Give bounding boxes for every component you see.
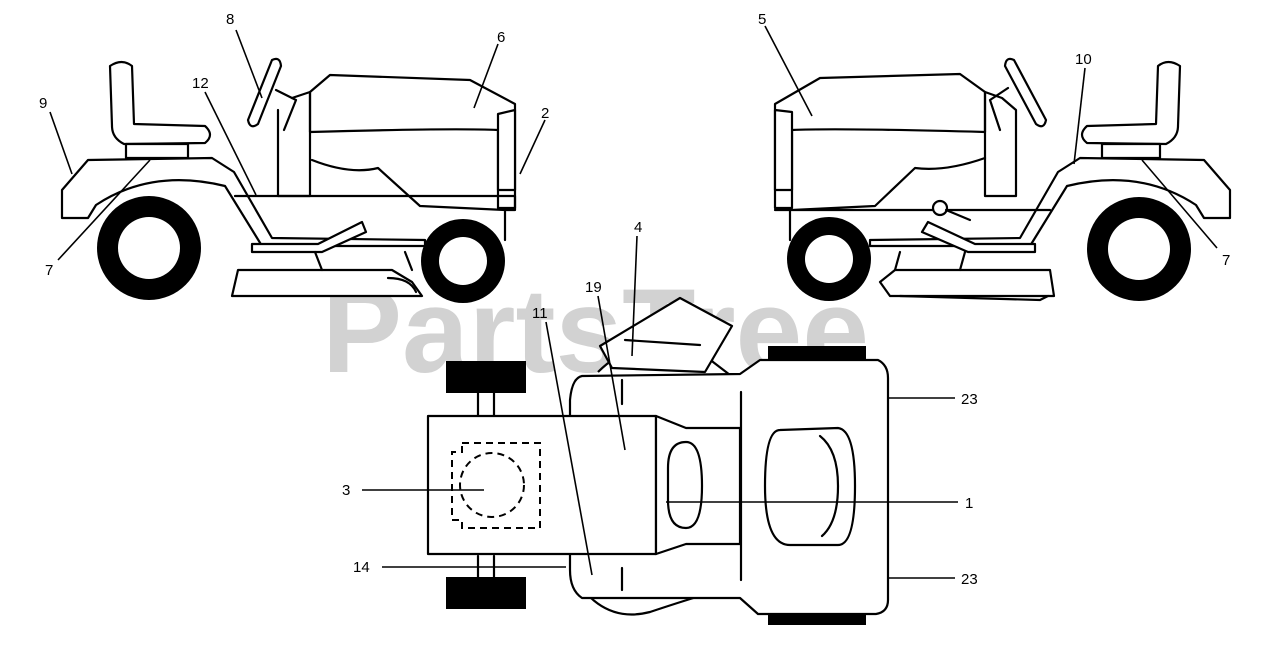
callout-14: 14 xyxy=(353,559,370,576)
left-view-front-wheel xyxy=(421,219,505,303)
left-view-steering xyxy=(246,57,298,132)
right-view-hood xyxy=(773,72,987,210)
right-view-dash xyxy=(983,90,1018,198)
top-view-front-tire-top xyxy=(768,346,866,360)
callout-labels: 8 6 9 12 2 7 5 10 7 4 19 11 3 14 1 23 23 xyxy=(39,11,1230,588)
callout-12: 12 xyxy=(192,75,209,92)
left-view-hood xyxy=(308,73,517,210)
left-view-seat xyxy=(108,60,212,160)
callout-23-bottom: 23 xyxy=(961,571,978,588)
callout-4: 4 xyxy=(634,219,642,236)
top-view-decal-marks xyxy=(620,378,743,592)
callout-7-right: 7 xyxy=(1222,252,1230,269)
right-view-mower-deck xyxy=(878,268,1056,298)
top-view-engine-hood xyxy=(763,426,857,547)
top-view-seat-circle xyxy=(459,452,525,518)
top-view-rear-tire-bottom xyxy=(446,577,526,609)
callout-7-left: 7 xyxy=(45,262,53,279)
left-view-mower-deck xyxy=(230,268,424,298)
callout-6: 6 xyxy=(497,29,505,46)
right-view-seat xyxy=(1080,60,1182,160)
top-view-front-tire-bottom xyxy=(768,612,866,625)
callout-19: 19 xyxy=(585,279,602,296)
callout-5: 5 xyxy=(758,11,766,28)
callout-11: 11 xyxy=(532,305,548,322)
top-view-steering-wheel xyxy=(666,440,704,530)
right-view-front-wheel xyxy=(787,217,871,301)
callout-2: 2 xyxy=(541,105,549,122)
right-view-grille xyxy=(773,108,794,192)
right-view-frame xyxy=(773,156,1052,242)
left-view-frame xyxy=(233,158,517,242)
tractor-top-view xyxy=(426,296,890,625)
leader-lines xyxy=(49,25,1218,579)
left-view-rear-fender xyxy=(60,156,427,248)
top-view-rear-tire-top xyxy=(446,361,526,393)
callout-9: 9 xyxy=(39,95,47,112)
callout-8: 8 xyxy=(226,11,234,28)
left-view-rear-wheel xyxy=(97,196,201,300)
callout-10: 10 xyxy=(1075,51,1092,68)
right-view-rear-wheel xyxy=(1087,197,1191,301)
right-view-footrest xyxy=(920,220,1037,254)
right-view-steering xyxy=(988,57,1048,132)
callout-1: 1 xyxy=(965,495,973,512)
tractor-right-side-view xyxy=(773,57,1232,302)
right-view-rear-fender xyxy=(868,156,1232,248)
top-view-rear-fender xyxy=(426,414,658,556)
tractor-left-side-view xyxy=(60,57,517,303)
right-view-ignition-key xyxy=(931,199,972,222)
left-view-grille xyxy=(496,108,517,192)
callout-3: 3 xyxy=(342,482,350,499)
left-view-footrest xyxy=(250,220,368,254)
callout-23-top: 23 xyxy=(961,391,978,408)
